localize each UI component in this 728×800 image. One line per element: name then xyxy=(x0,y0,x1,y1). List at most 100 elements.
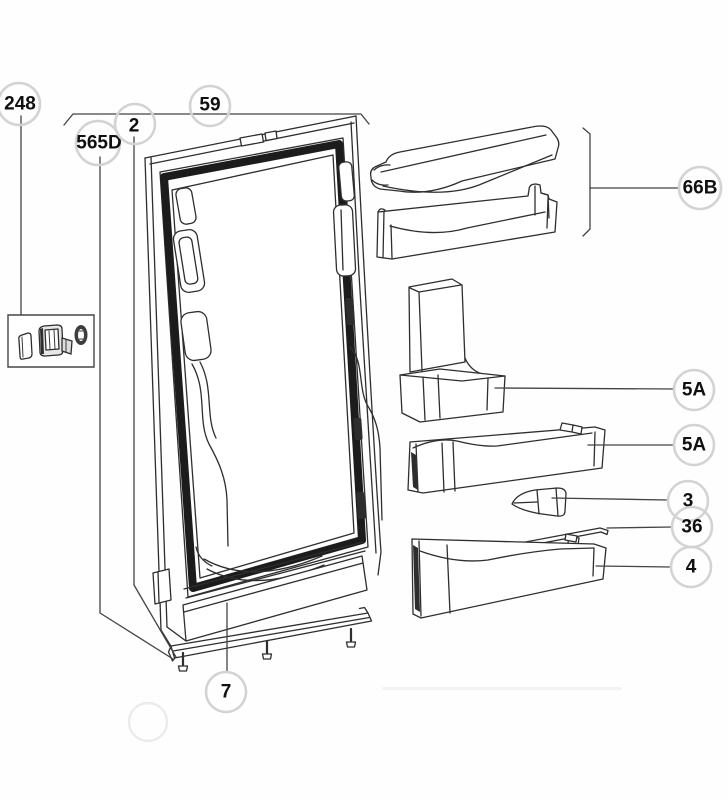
callout-7-circle xyxy=(204,670,248,714)
bin-5a-wide-leftcap xyxy=(415,443,419,493)
shelf-66b-upper-wave xyxy=(382,154,553,193)
callout-4: 4 xyxy=(669,545,713,589)
liner-contour-left-echo xyxy=(199,361,217,439)
leader-2 xyxy=(133,136,177,658)
kit-grommet-lines xyxy=(79,330,83,340)
callout-66b-circle xyxy=(677,165,723,211)
kit-latch-dark-edge xyxy=(40,328,44,354)
door-assembly xyxy=(144,115,383,672)
callout-3: 3 xyxy=(666,479,710,523)
leader-36 xyxy=(606,526,673,529)
faded-watermark xyxy=(382,687,622,690)
trim-right-flange xyxy=(358,606,369,614)
liner-recess-top-right xyxy=(338,161,355,202)
shelf-66b-lower-body xyxy=(376,183,558,260)
callout-36-label: 36 xyxy=(681,517,702,538)
callout-36: 36 xyxy=(670,505,714,549)
bin-5a-wide-seams xyxy=(441,431,596,493)
dairy-lid xyxy=(408,278,466,373)
shelf-66b-lower-tab-lines xyxy=(534,185,550,219)
dairy-bin-rim xyxy=(399,374,506,382)
kit-latch-tab xyxy=(61,337,73,355)
hinge-kit-box xyxy=(7,314,95,368)
callout-66b: 66B xyxy=(677,165,723,211)
bin-4-wave xyxy=(419,547,595,562)
leader-4 xyxy=(595,565,672,568)
door-outer-panel xyxy=(144,115,382,649)
liner-contour-right xyxy=(349,346,383,521)
handle-recess-top xyxy=(175,187,197,225)
shelf-66b-lower-front xyxy=(390,198,549,259)
kit-latch-lines xyxy=(48,329,56,350)
door-right-edge xyxy=(355,115,382,576)
liner-channel-right xyxy=(332,204,357,277)
screw-2-head xyxy=(261,653,273,660)
bottom-trim-strip xyxy=(167,606,373,662)
shelf-66b-lower-wave xyxy=(389,211,546,234)
door-left-bottom-join xyxy=(160,626,187,649)
callout-59-circle xyxy=(188,84,232,128)
callout-3-circle xyxy=(666,479,710,523)
trim-screws xyxy=(177,627,357,672)
liner-bottom-tray xyxy=(183,541,366,599)
shelf-66b-upper-body xyxy=(369,125,560,193)
callout-3-label: 3 xyxy=(683,491,694,512)
callout-565d-circle xyxy=(74,119,122,167)
bin-5a-wide xyxy=(407,422,606,494)
shelf-66b-upper-nose xyxy=(371,164,391,186)
callout-248-circle xyxy=(0,81,42,127)
bin-5a-wide-wave xyxy=(412,432,593,449)
shelf-slots xyxy=(345,297,366,520)
callout-5a-top: 5A xyxy=(672,368,716,412)
callout-5a-mid-circle xyxy=(672,423,716,467)
callout-2-circle xyxy=(113,102,157,146)
door-left-edge xyxy=(144,157,162,631)
liner-bottom-edge-2 xyxy=(185,550,366,599)
callout-66b-label: 66B xyxy=(683,178,718,199)
callout-5a-mid: 5A xyxy=(672,423,716,467)
bin-5a-tall xyxy=(399,278,506,423)
bin-4-body xyxy=(411,538,607,619)
callout-5a-top-label: 5A xyxy=(682,380,707,401)
handle-recess-mid xyxy=(180,310,212,362)
leader-3 xyxy=(551,497,669,501)
bin-4-seams xyxy=(446,544,595,614)
rail-right-end xyxy=(599,527,609,536)
shelf-slot-1 xyxy=(345,297,355,326)
door-right-edge-inner xyxy=(350,121,377,554)
door-inner-liner xyxy=(159,137,383,599)
liner-inner-panel xyxy=(171,154,355,579)
callout-2-label: 2 xyxy=(129,116,140,137)
tray-arc-1 xyxy=(203,555,323,573)
door-lower-panel-7 xyxy=(182,555,368,642)
door-left-edge-inner xyxy=(150,156,168,628)
liner-contour-left xyxy=(191,363,229,547)
bin-4-darkedge xyxy=(413,545,420,612)
faded-circle xyxy=(127,701,169,743)
leader-5a-top xyxy=(494,387,675,390)
bin-5a-wide-body xyxy=(407,426,606,494)
shelf-slot-2 xyxy=(353,417,363,441)
door-corner-cup-line xyxy=(157,571,160,603)
callouts: 248 565D 2 59 66B 5A 5A 3 xyxy=(0,81,723,743)
callout-59-label: 59 xyxy=(199,95,220,116)
kit-cover-plate-line xyxy=(21,336,24,358)
callout-565d: 565D xyxy=(74,119,122,167)
shelf-66b-lower xyxy=(376,183,558,260)
kit-latch-face xyxy=(44,328,60,351)
callout-7: 7 xyxy=(204,670,248,714)
screw-3-head xyxy=(345,641,357,648)
shelf-66b-upper-topline xyxy=(380,134,547,173)
callout-248: 248 xyxy=(0,81,42,127)
shelf-66b-lower-leftcap xyxy=(377,208,386,259)
callout-565d-label: 565D xyxy=(76,133,121,154)
kit-grommet-hole xyxy=(78,329,84,341)
lower-panel-inner-line xyxy=(183,562,364,613)
lower-panel xyxy=(182,555,368,642)
callout-7-label: 7 xyxy=(221,682,232,703)
callout-4-label: 4 xyxy=(686,557,697,578)
liner-molded-recesses xyxy=(172,161,383,547)
trim-strip-fold xyxy=(172,616,371,652)
bin-4-clip xyxy=(564,533,578,543)
